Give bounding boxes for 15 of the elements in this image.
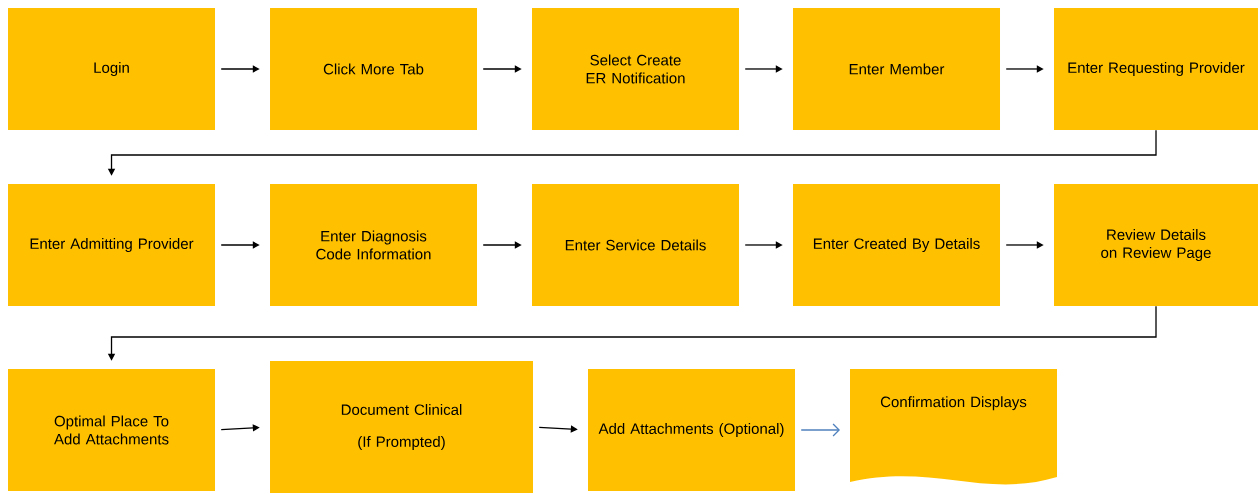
process-box: Login <box>8 8 215 130</box>
process-box: Enter Service Details <box>532 184 739 306</box>
process-box: Review Details on Review Page <box>1054 184 1258 306</box>
process-box: Enter Member <box>793 8 1000 130</box>
arrow <box>220 424 260 432</box>
process-box: Select Create ER Notification <box>532 8 739 130</box>
process-box: Click More Tab <box>270 8 477 130</box>
process-box: Enter Diagnosis Code Information <box>270 184 477 306</box>
arrow <box>800 423 840 437</box>
process-box: Enter Admitting Provider <box>8 184 215 306</box>
process-box: Enter Requesting Provider <box>1054 8 1258 130</box>
process-box: Document Clinical (If Prompted) <box>270 361 533 493</box>
process-box: Add Attachments (Optional) <box>588 369 795 491</box>
process-box: Optimal Place To Add Attachments <box>8 369 215 491</box>
process-box: Enter Created By Details <box>793 184 1000 306</box>
